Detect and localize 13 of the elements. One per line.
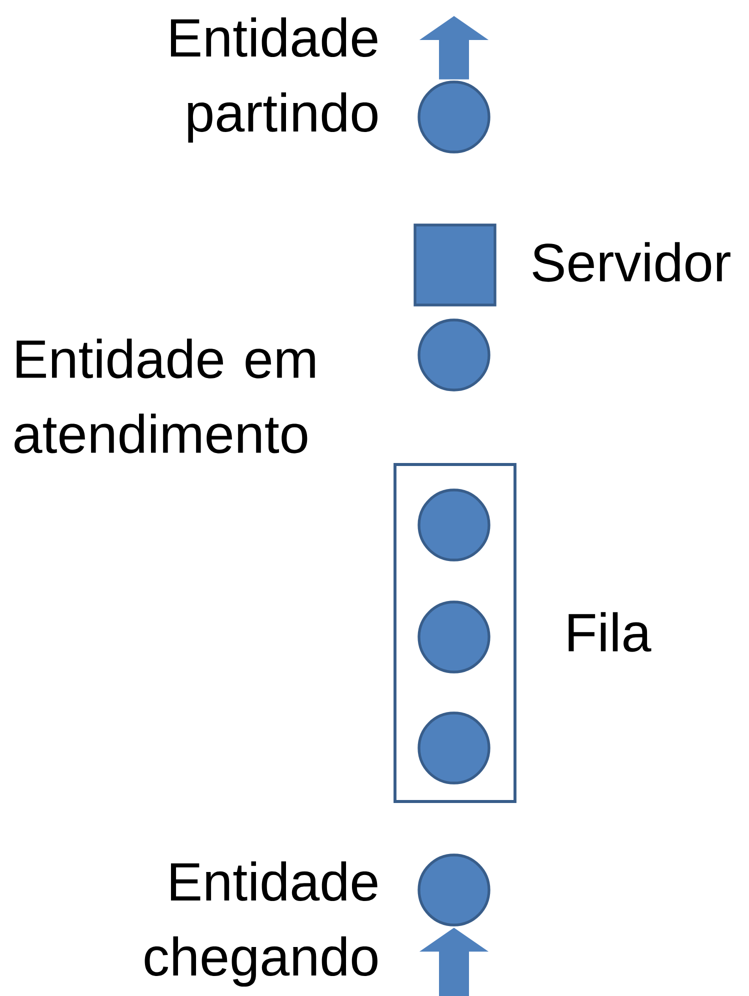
queued-entity-circle <box>418 488 490 562</box>
node-caption: Fila <box>568 612 652 652</box>
queue-box <box>394 463 516 803</box>
queued-entity-circle <box>418 600 490 674</box>
node-caption: Servidor <box>532 242 730 282</box>
entity-circle <box>418 854 490 926</box>
entity-circle <box>418 318 490 392</box>
server-square <box>414 224 496 306</box>
node-caption: Entidade em atendimento <box>14 338 315 454</box>
node-caption: Entidade chegando <box>144 861 378 987</box>
entity-circle <box>418 80 490 154</box>
node-caption: Entidade partindo <box>170 17 378 143</box>
queued-entity-circle <box>418 712 490 784</box>
